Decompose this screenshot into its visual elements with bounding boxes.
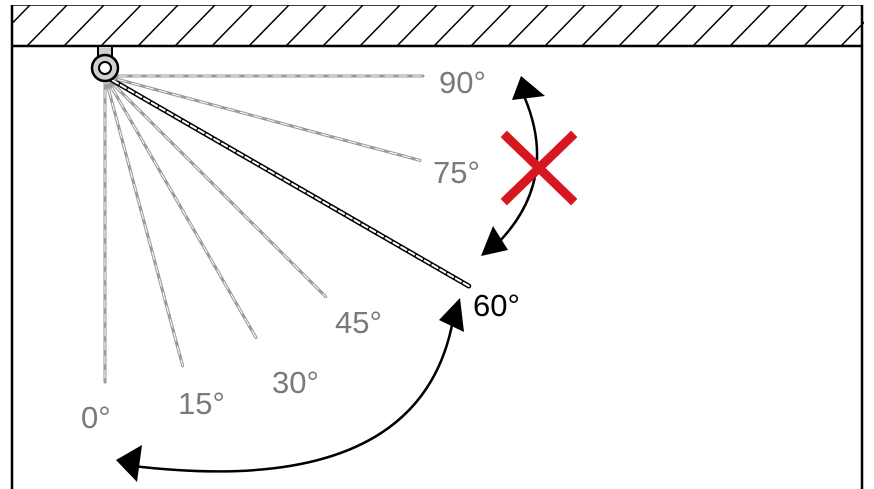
hatch-line — [174, 5, 216, 45]
hatch-line — [12, 5, 31, 25]
hatch-line — [470, 5, 512, 45]
hatch-line — [618, 5, 660, 45]
label-15-deg: 15° — [178, 386, 225, 421]
hatch-line — [285, 5, 327, 45]
ray-75-deg — [103, 74, 422, 162]
label-60-deg: 60° — [473, 288, 520, 323]
label-30-deg: 30° — [272, 365, 319, 400]
hatch-line — [507, 5, 549, 45]
hatch-line — [766, 5, 808, 45]
hatch-line — [655, 5, 697, 45]
hatch-line — [840, 21, 864, 45]
allowed-range-arrow — [116, 298, 464, 482]
hatch-line — [100, 5, 142, 45]
hatch-line — [803, 5, 845, 45]
ray-60-deg — [102, 73, 472, 289]
hatch-line — [137, 5, 179, 45]
hatch-line — [322, 5, 364, 45]
hatch-line — [433, 5, 475, 45]
label-90-deg: 90° — [439, 65, 486, 100]
angle-rays — [102, 73, 472, 384]
arrowhead-down — [481, 226, 508, 256]
arrowhead-down-left — [116, 445, 142, 482]
hatch-line — [729, 5, 771, 45]
hatch-line — [26, 5, 68, 45]
ray-30-deg — [103, 74, 258, 340]
arrowhead-up — [512, 76, 545, 100]
ceiling — [10, 5, 864, 489]
forbidden-x-icon — [500, 130, 578, 206]
label-75-deg: 75° — [433, 155, 480, 190]
hatch-line — [248, 5, 290, 45]
hatch-line — [396, 5, 438, 45]
allowed-arc — [132, 319, 455, 473]
hatch-line — [63, 5, 105, 45]
label-45-deg: 45° — [335, 305, 382, 340]
arrowhead-up-right — [439, 298, 464, 332]
ray-45-deg — [103, 74, 328, 299]
ray-15-deg — [103, 74, 185, 368]
hatch-line — [211, 5, 253, 45]
hatch-line — [692, 5, 734, 45]
label-0-deg: 0° — [81, 400, 111, 435]
hatch-line — [544, 5, 586, 45]
eye-bolt-icon — [90, 45, 120, 83]
angle-labels: 0° 15° 30° 45° 60° 75° 90° — [81, 65, 520, 435]
ceiling-hatching — [12, 5, 864, 45]
hatch-line — [581, 5, 623, 45]
hatch-line — [359, 5, 401, 45]
